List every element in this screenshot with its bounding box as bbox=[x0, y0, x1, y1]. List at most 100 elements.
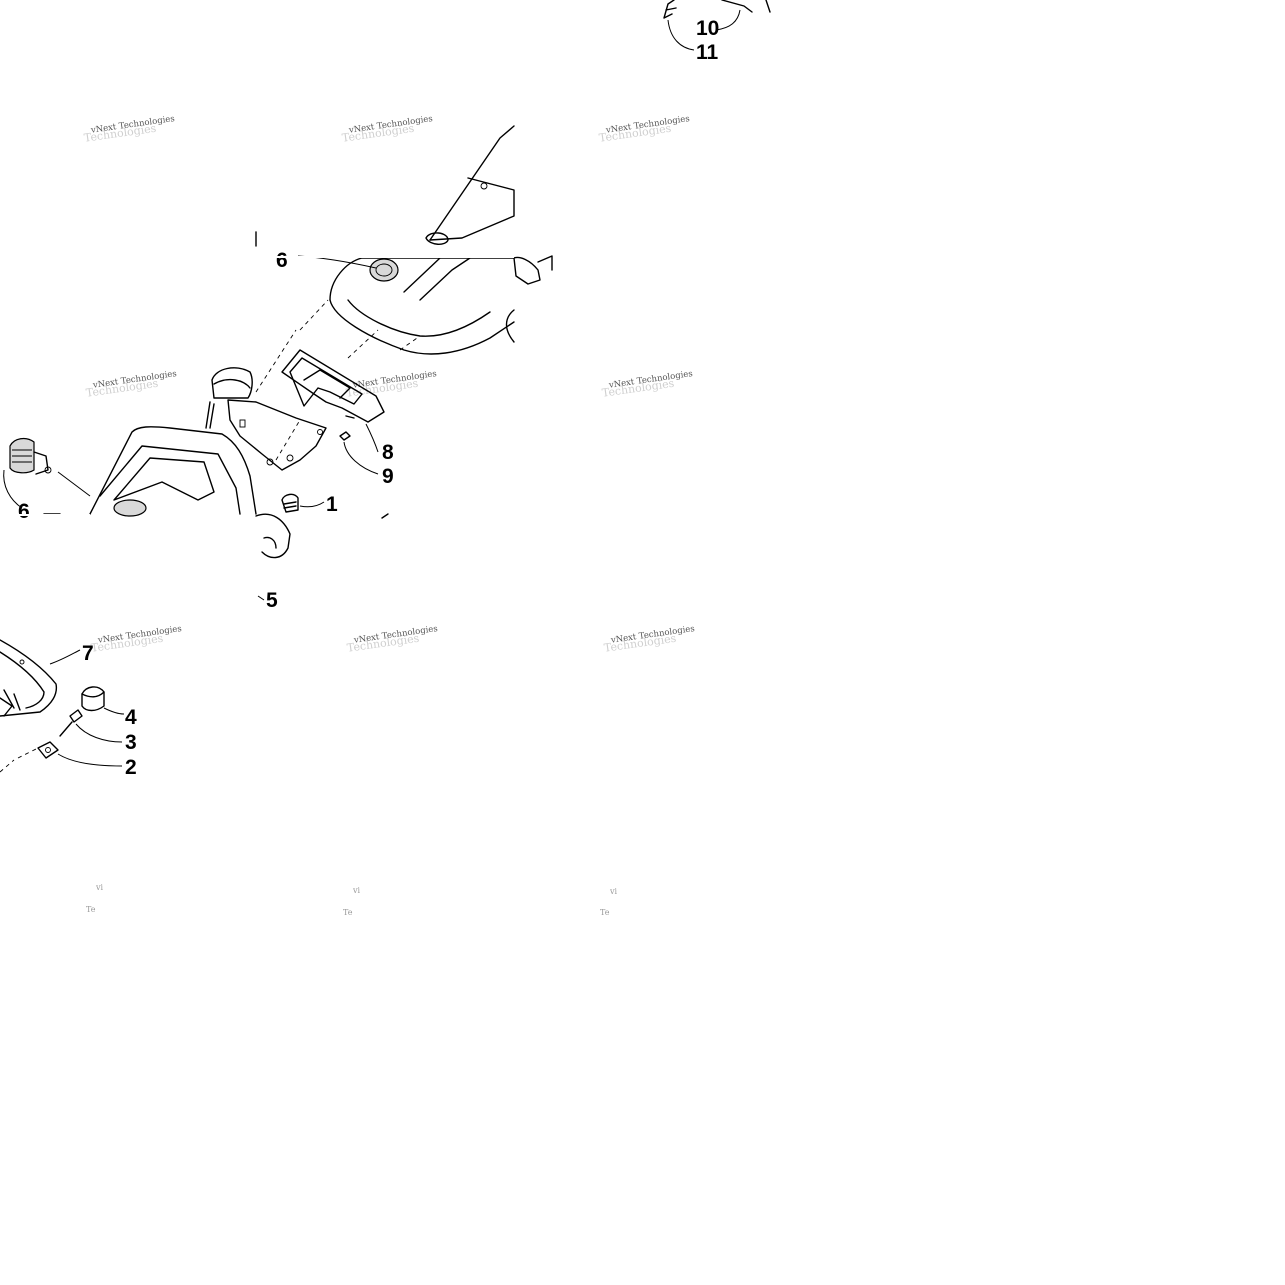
watermark: Technologies vNext Technologies bbox=[598, 114, 690, 145]
middle-pod-assembly bbox=[205, 349, 389, 519]
watermark-fragment: vi bbox=[95, 883, 104, 892]
gauge-ribs bbox=[12, 449, 32, 463]
leader-line-9 bbox=[343, 441, 379, 475]
watermark-fragment: Te bbox=[343, 908, 353, 917]
display-tab bbox=[345, 415, 355, 419]
tile-seam bbox=[0, 514, 90, 516]
lower-knob-top bbox=[81, 691, 105, 698]
fastener-group-top bbox=[663, 0, 771, 51]
key-shaft bbox=[59, 721, 73, 737]
pod-shell-bottom bbox=[329, 299, 515, 355]
callout-1: 1 bbox=[326, 493, 338, 516]
watermark: Technologies vNext Technologies bbox=[601, 369, 693, 400]
leader-line-11 bbox=[667, 19, 695, 51]
rivet-part bbox=[663, 0, 677, 19]
watermark: Technologies vNext Technologies bbox=[341, 114, 433, 145]
watermark: Technologies vNext Technologies bbox=[90, 624, 182, 655]
bracket-tab bbox=[537, 255, 553, 271]
lower-knob bbox=[81, 686, 105, 712]
lower-gauge-cover bbox=[0, 639, 58, 717]
callout-7: 7 bbox=[82, 642, 94, 665]
washer-hole bbox=[45, 747, 51, 753]
watermark-fragment: vi bbox=[352, 886, 361, 895]
leader-line-6-lower bbox=[3, 469, 23, 509]
callout-8: 8 bbox=[382, 441, 394, 464]
display-bezel-inner bbox=[289, 357, 363, 407]
callout-4: 4 bbox=[125, 706, 137, 729]
pod-shell-top bbox=[329, 257, 515, 301]
post-part bbox=[425, 232, 449, 245]
callout-11: 11 bbox=[696, 41, 719, 64]
bracket-guide bbox=[275, 419, 301, 461]
tile-seam bbox=[256, 256, 514, 258]
pod-body bbox=[89, 426, 257, 515]
leader-line-1 bbox=[299, 501, 325, 508]
callout-6-upper: 6 bbox=[276, 249, 288, 272]
pod-edge bbox=[505, 309, 515, 343]
callout-6-lower: 6 bbox=[18, 500, 30, 523]
housing-panel bbox=[429, 177, 515, 241]
lower-guide-lines bbox=[0, 747, 39, 773]
knob-part bbox=[281, 493, 299, 513]
cover-pin bbox=[19, 659, 25, 665]
gauge-stud bbox=[205, 401, 215, 429]
knob-knurl bbox=[283, 501, 297, 509]
small-screw bbox=[339, 431, 351, 441]
callout-labels: 10 11 6 8 9 1 6 5 7 4 3 2 bbox=[18, 17, 719, 779]
watermark-fragment: Te bbox=[86, 905, 96, 914]
watermark: Technologies vNext Technologies bbox=[346, 624, 438, 655]
pod-socket bbox=[113, 499, 147, 517]
lower-pod-assembly bbox=[0, 426, 291, 773]
leader-line-4 bbox=[103, 707, 125, 715]
clip-edge-part bbox=[765, 0, 771, 13]
cover-studs bbox=[3, 689, 21, 711]
mounting-bracket bbox=[227, 399, 327, 471]
lower-gauge-cover-rim bbox=[0, 651, 45, 709]
bracket-part bbox=[513, 256, 541, 285]
callout-9: 9 bbox=[382, 465, 394, 488]
callout-5: 5 bbox=[266, 589, 278, 612]
callout-2: 2 bbox=[125, 756, 137, 779]
leader-line-7 bbox=[49, 649, 81, 665]
watermark: Technologies vNext Technologies bbox=[83, 114, 175, 145]
watermark: Technologies vNext Technologies bbox=[85, 369, 177, 400]
display-bezel bbox=[281, 349, 385, 423]
callout-10: 10 bbox=[696, 17, 719, 40]
watermark-fragment: Te bbox=[600, 908, 610, 917]
leader-line-2 bbox=[57, 753, 123, 767]
gauge-cover bbox=[211, 367, 253, 399]
leader-line-10 bbox=[715, 9, 741, 31]
clip-part bbox=[721, 0, 753, 13]
screw-hole bbox=[480, 182, 488, 190]
bracket-hole bbox=[266, 458, 274, 466]
washer-part bbox=[37, 741, 59, 759]
cover-mount bbox=[0, 697, 13, 717]
gauge-socket bbox=[369, 258, 399, 282]
leader-line-3 bbox=[75, 723, 123, 743]
watermark-grid: Technologies vNext Technologies Technolo… bbox=[83, 114, 695, 917]
callout-fragment bbox=[381, 513, 389, 519]
leader-line-5 bbox=[257, 595, 265, 601]
gauge-cover-rim bbox=[213, 378, 251, 389]
display-window bbox=[303, 369, 351, 399]
callout-3: 3 bbox=[125, 731, 137, 754]
gauge-connector bbox=[33, 451, 49, 475]
pod-recess bbox=[113, 457, 215, 501]
bracket-slot bbox=[239, 419, 246, 428]
watermark: Technologies vNext Technologies bbox=[345, 369, 437, 400]
pod-shell-inner bbox=[347, 299, 491, 337]
lower-bracket-hook bbox=[263, 536, 277, 549]
bracket-hole bbox=[286, 454, 294, 462]
watermark-fragment: vi bbox=[609, 887, 618, 896]
gauge-socket-inner bbox=[375, 263, 393, 277]
key-head bbox=[69, 709, 83, 723]
leader-line-8 bbox=[365, 423, 379, 453]
bracket-hole bbox=[317, 429, 323, 435]
pod-recess bbox=[403, 257, 471, 301]
housing-edge bbox=[429, 125, 515, 241]
assembly-line bbox=[57, 471, 91, 497]
upper-pod-housing bbox=[255, 125, 553, 393]
gauge-pin bbox=[44, 466, 52, 474]
watermark: Technologies vNext Technologies bbox=[603, 624, 695, 655]
